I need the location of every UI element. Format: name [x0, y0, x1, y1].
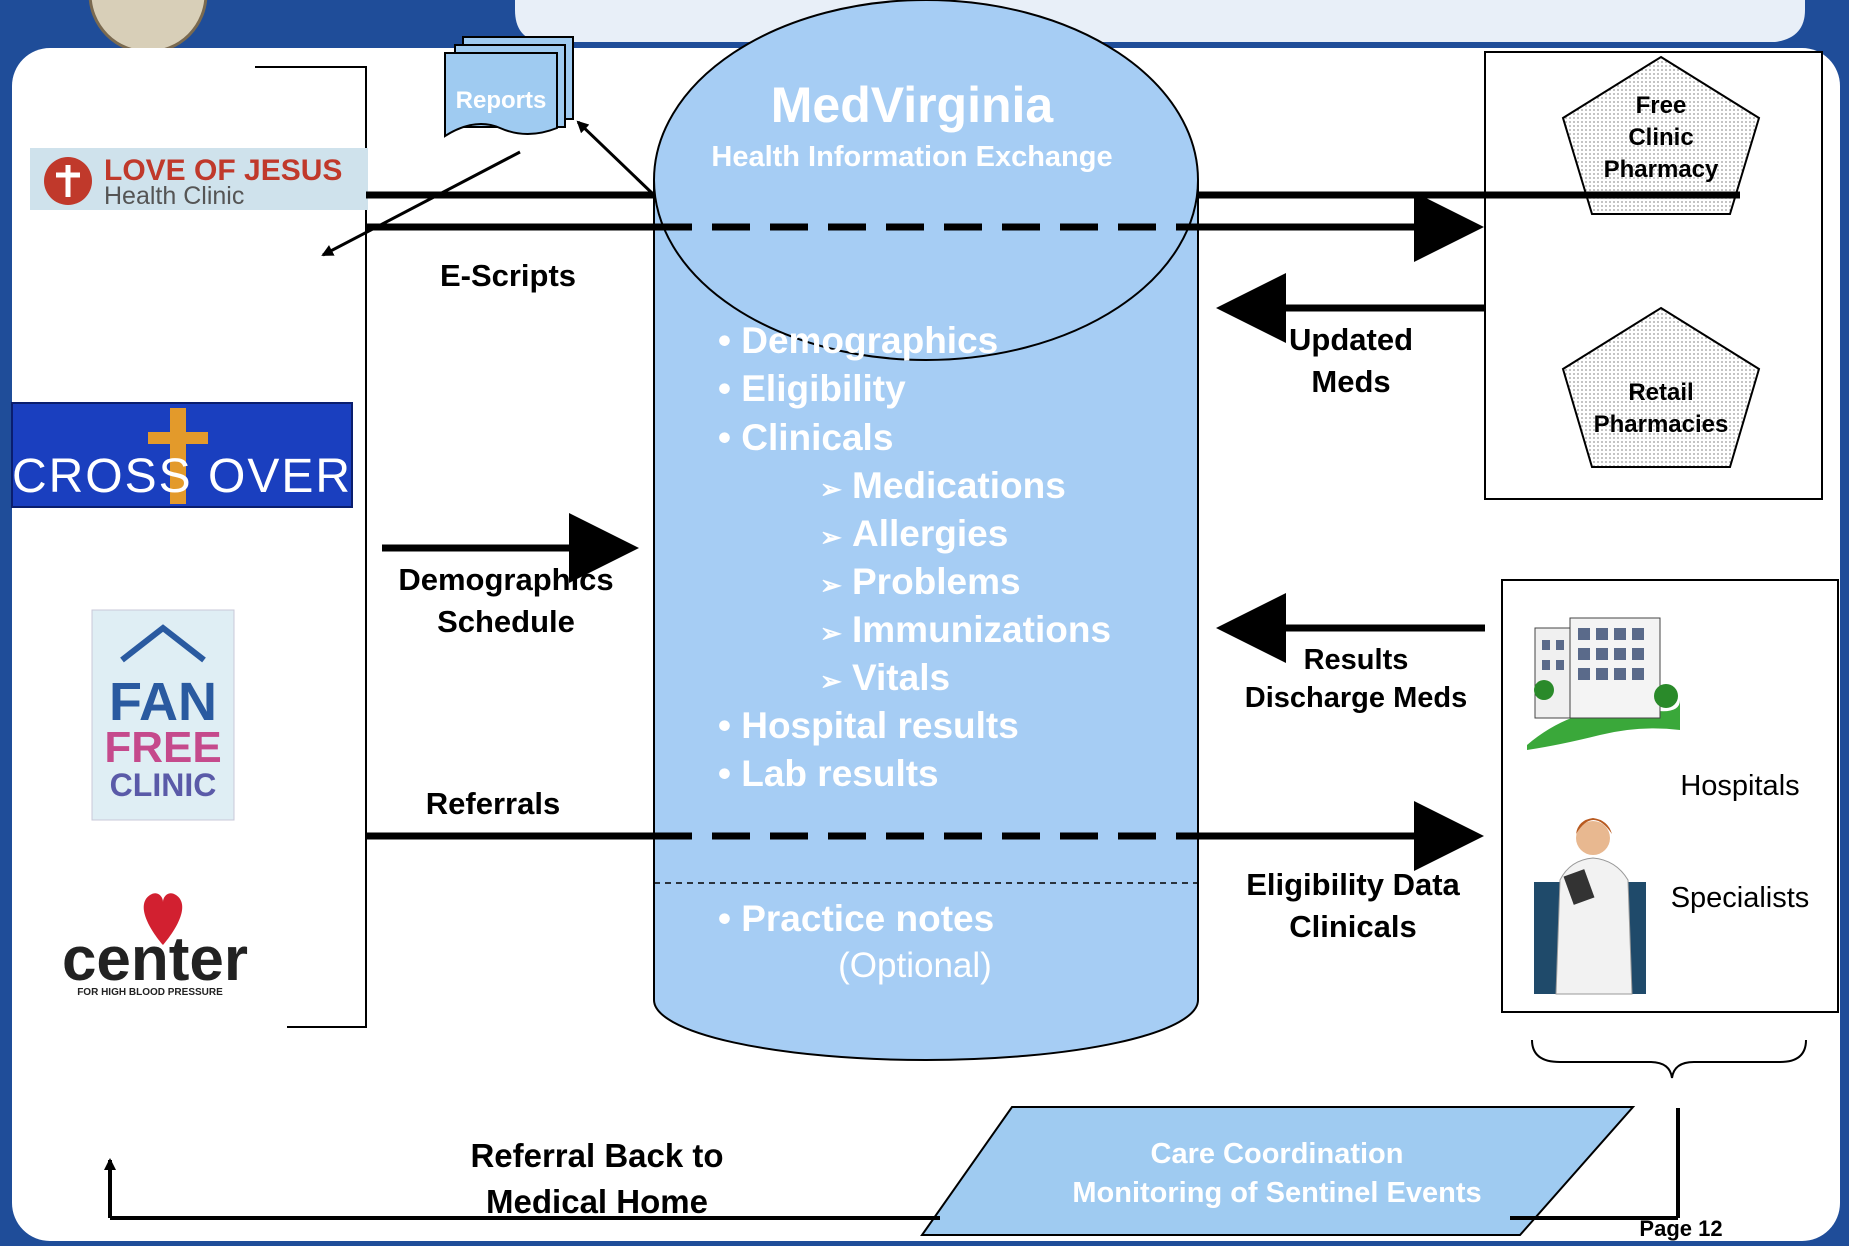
- clinical-allergies: Allergies: [852, 513, 1008, 554]
- arrow-bullet-icon: ➢: [820, 570, 842, 600]
- love-of-jesus-logo: LOVE OF JESUS Health Clinic: [30, 148, 368, 210]
- care-line1: Care Coordination: [1151, 1138, 1404, 1170]
- clinical-immunizations: Immunizations: [852, 609, 1111, 650]
- hub-to-reports-arrow: [576, 120, 656, 197]
- clinical-medications: Medications: [852, 465, 1066, 506]
- referral-back-line2: Medical Home: [486, 1183, 708, 1220]
- free-clinic-line1: Free: [1636, 92, 1687, 119]
- clinic-text: CLINIC: [110, 767, 217, 803]
- arrow-bullet-icon: ➢: [820, 666, 842, 696]
- updated-label: Updated: [1289, 322, 1413, 357]
- reports-document-stack: Reports: [444, 36, 574, 138]
- discharge-meds-label: Discharge Meds: [1245, 682, 1467, 714]
- specialists-label: Specialists: [1671, 882, 1810, 914]
- care-coordination-box: [920, 1106, 1636, 1236]
- love-of-jesus-line1: LOVE OF JESUS: [104, 154, 342, 187]
- free-clinic-line2: Clinic: [1628, 124, 1693, 151]
- free-text: FREE: [104, 723, 221, 772]
- crossover-logo: CROSS OVER: [11, 402, 353, 508]
- schedule-label: Schedule: [437, 604, 575, 639]
- hub-subtitle: Health Information Exchange: [711, 141, 1112, 173]
- referral-back-line1: Referral Back to: [470, 1137, 723, 1174]
- referrals-label: Referrals: [426, 786, 560, 821]
- medvirginia-hub-cylinder: [653, 0, 1199, 1061]
- specialist-doctor-icon: [1534, 818, 1646, 995]
- reports-to-clinics-arrow: [321, 150, 521, 257]
- hub-item-hospital-results: • Hospital results: [718, 705, 1019, 746]
- retail-line1: Retail: [1628, 379, 1693, 406]
- center-logo: center FOR HIGH BLOOD PRESSURE: [62, 893, 248, 998]
- clinical-vitals: Vitals: [852, 657, 950, 698]
- eligibility-data-label: Eligibility Data: [1246, 867, 1460, 902]
- arrow-bullet-icon: ➢: [820, 474, 842, 504]
- reports-label: Reports: [456, 87, 547, 114]
- hub-title: MedVirginia: [771, 77, 1055, 133]
- results-label: Results: [1304, 644, 1409, 676]
- arrow-bullet-icon: ➢: [820, 522, 842, 552]
- hub-item-demographics: • Demographics: [718, 320, 998, 361]
- love-of-jesus-line2: Health Clinic: [104, 182, 244, 210]
- clinical-problems: Problems: [852, 561, 1021, 602]
- hub-item-eligibility: • Eligibility: [718, 368, 906, 409]
- header-bar: [515, 0, 1805, 42]
- hub-item-lab-results: • Lab results: [718, 753, 939, 794]
- center-subtitle: FOR HIGH BLOOD PRESSURE: [77, 987, 223, 998]
- escripts-label: E-Scripts: [440, 258, 576, 293]
- arrow-bullet-icon: ➢: [820, 618, 842, 648]
- demographics-label: Demographics: [398, 562, 613, 597]
- care-line2: Monitoring of Sentinel Events: [1072, 1177, 1481, 1209]
- clinicals-label: Clinicals: [1289, 909, 1417, 944]
- retail-line2: Pharmacies: [1594, 411, 1729, 438]
- free-clinic-line3: Pharmacy: [1604, 156, 1719, 183]
- hospitals-label: Hospitals: [1680, 770, 1799, 802]
- retail-pharmacies-pentagon: Retail Pharmacies: [1561, 306, 1761, 468]
- fan-free-clinic-logo: FAN FREE CLINIC: [91, 609, 235, 821]
- hub-item-clinicals: • Clinicals: [718, 417, 893, 458]
- hospital-icon: [1527, 617, 1680, 750]
- free-clinic-pharmacy-pentagon: Free Clinic Pharmacy: [1561, 55, 1761, 215]
- practice-notes-optional: (Optional): [838, 946, 992, 985]
- fan-text: FAN: [109, 672, 217, 732]
- center-name: center: [62, 925, 248, 994]
- page-number: Page 12: [1639, 1216, 1722, 1241]
- crossover-text: CROSS OVER: [12, 450, 352, 503]
- meds-label: Meds: [1311, 364, 1390, 399]
- clinic-bracket: [255, 66, 367, 1028]
- providers-brace: [1531, 1039, 1807, 1079]
- hub-item-practice-notes: • Practice notes: [718, 898, 994, 939]
